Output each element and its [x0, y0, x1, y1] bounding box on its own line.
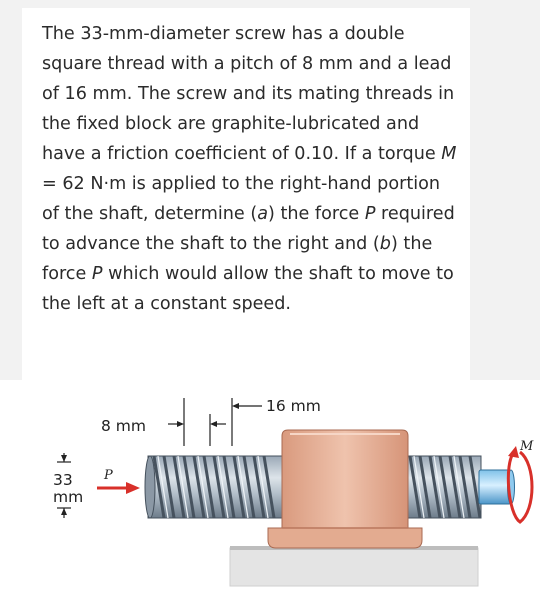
force-arrowhead [126, 482, 140, 494]
base-plate [229, 547, 479, 587]
torque-arrow [506, 446, 534, 524]
var-force: P [364, 204, 376, 224]
problem-card [22, 8, 470, 380]
fixed-block [267, 429, 423, 549]
screw-diagram: 8 mm 16 mm 33 mm P M [53, 397, 534, 587]
screw-shaft-right [404, 455, 482, 519]
diameter-value: 33 [53, 471, 73, 489]
dimension-arrowheads [177, 403, 239, 427]
part-a-label: a [257, 204, 268, 224]
diameter-arrowheads [61, 455, 67, 515]
force-label: P [103, 468, 113, 483]
screw-figure: 8 mm 16 mm 33 mm P M [0, 380, 540, 603]
var-force: P [91, 264, 103, 284]
diameter-unit: mm [53, 488, 83, 506]
screw-shaft-left [144, 455, 283, 519]
problem-text: required to advance the shaft to the rig… [42, 204, 455, 254]
problem-text: = 62 N·m is applied to the right-hand po… [42, 174, 441, 224]
problem-text: ) the force [42, 234, 433, 284]
torque-label: M [519, 439, 534, 454]
problem-text: which would allow the shaft to move to t… [42, 264, 454, 314]
var-torque: M [441, 144, 457, 164]
problem-text: The 33-mm-diameter screw has a double sq… [42, 24, 455, 164]
problem-text: ) the force [267, 204, 365, 224]
part-b-label: b [379, 234, 391, 254]
lead-label: 16 mm [266, 397, 321, 415]
pitch-label: 8 mm [101, 417, 146, 435]
shaft-end [478, 469, 512, 505]
problem-statement: The 33-mm-diameter screw has a double sq… [42, 19, 462, 319]
